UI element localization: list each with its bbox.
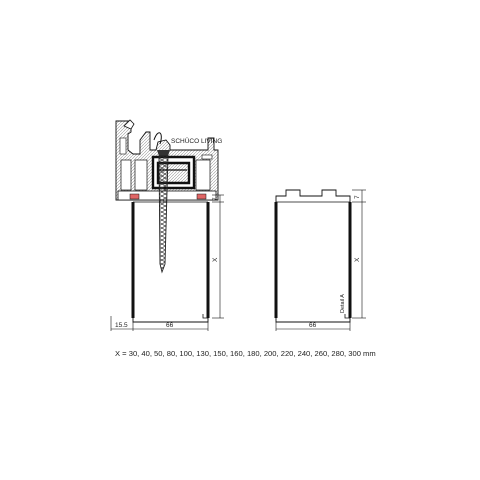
left-offset-label: 15.5 — [115, 322, 128, 329]
brand-label: SCHÜCO LIVING — [171, 137, 222, 145]
left-height-label: X — [212, 257, 219, 262]
right-height-dimension: X 7 — [352, 189, 366, 319]
steel-reinforcement — [151, 155, 196, 190]
right-width-dimension: 66 — [275, 322, 351, 331]
left-extension-profile — [131, 201, 210, 323]
right-height-label: X — [354, 257, 361, 262]
left-profile-drawing: SCHÜCO LIVING 66 15.5 — [110, 119, 224, 331]
right-profile-drawing: Detail A 66 X 7 — [274, 189, 366, 331]
detail-label: Detail A — [340, 294, 346, 313]
screw — [157, 150, 170, 274]
right-top-label: 7 — [354, 195, 361, 199]
left-width-dimension: 66 — [132, 322, 209, 331]
left-height-dimension: X 7 — [212, 194, 224, 319]
left-offset-dimension: 15.5 — [110, 316, 133, 331]
right-width-label: 66 — [309, 322, 317, 329]
right-seal — [196, 193, 207, 200]
left-width-label: 66 — [166, 322, 174, 329]
size-caption: X = 30, 40, 50, 80, 100, 130, 150, 160, … — [115, 349, 376, 358]
left-top-label: 7 — [212, 197, 219, 201]
left-seal — [129, 193, 140, 200]
right-extension-profile — [274, 189, 352, 323]
